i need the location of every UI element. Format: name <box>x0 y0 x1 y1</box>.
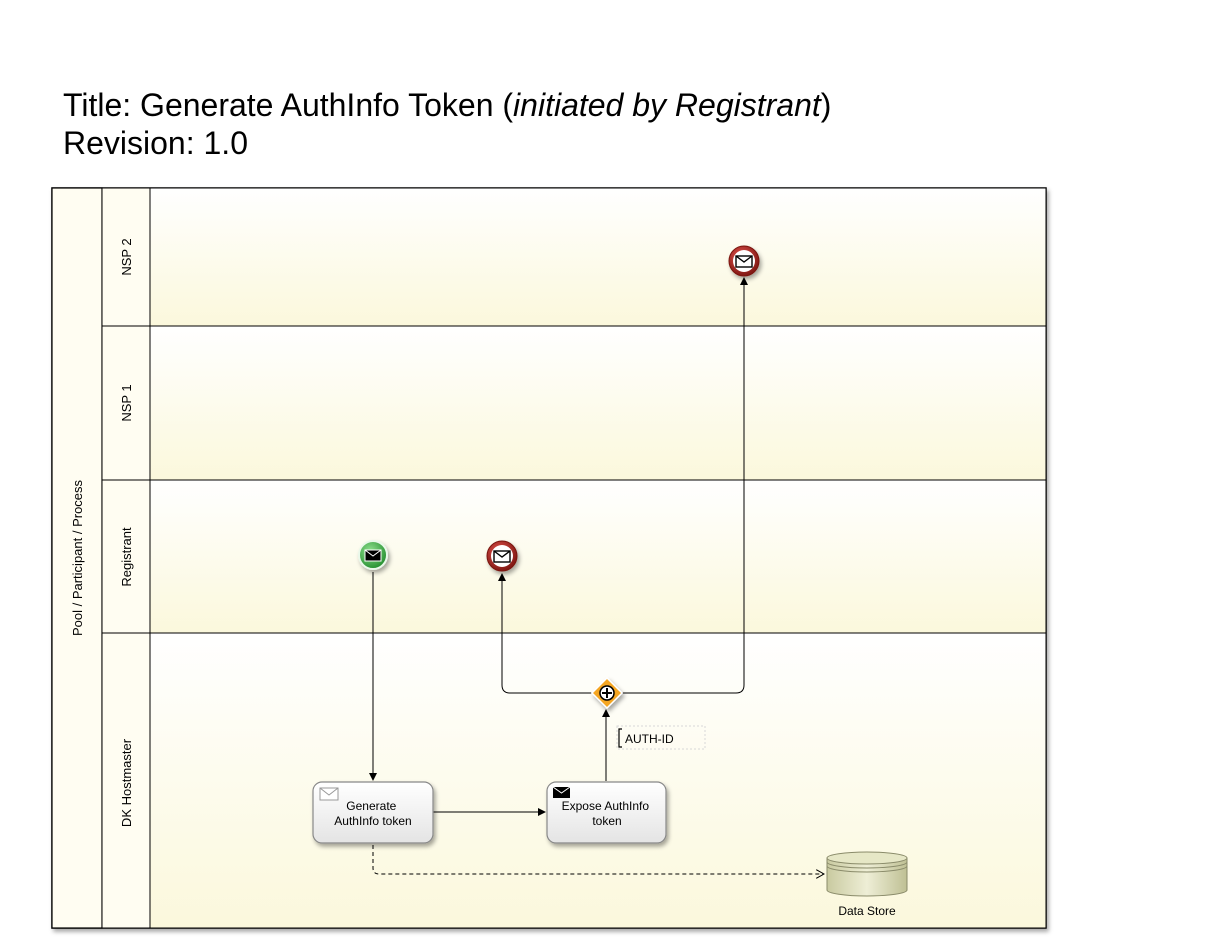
annotation-text: AUTH-ID <box>625 732 674 746</box>
svg-text:Expose AuthInfo token: Expose AuthInfo token <box>562 799 653 828</box>
envelope-icon <box>493 550 511 563</box>
data-store-label: Data Store <box>838 904 896 918</box>
lane-nsp-1: NSP 1 <box>101 325 1047 481</box>
pool-header <box>51 187 103 929</box>
task-generate-authinfo-token[interactable]: Generate AuthInfo token <box>312 781 434 844</box>
task-expose-line-2: token <box>592 814 621 828</box>
envelope-filled-icon <box>552 786 571 798</box>
task-expose-authinfo-token[interactable]: Expose AuthInfo token <box>546 781 667 844</box>
envelope-icon <box>364 549 382 562</box>
flow-gateway-to-registrant-end <box>498 573 592 694</box>
association-generate-to-datastore <box>372 845 824 874</box>
svg-text:Generate AuthInfo token: Generate AuthInfo token <box>334 799 411 828</box>
lane-label-registrant: Registrant <box>119 527 134 587</box>
diagram-header: Title: Generate AuthInfo Token (initiate… <box>63 86 831 162</box>
envelope-outline-icon <box>319 787 339 801</box>
lane-label-nsp-1: NSP 1 <box>119 384 134 421</box>
pool-label: Pool / Participant / Process <box>70 479 85 636</box>
task-generate-line-1: Generate <box>346 799 396 813</box>
text-annotation[interactable]: AUTH-ID <box>616 725 706 750</box>
lane-label-nsp-2: NSP 2 <box>119 238 134 275</box>
plus-circle-icon <box>599 685 615 701</box>
flow-gateway-to-nsp2-end <box>621 277 748 694</box>
lane-nsp-2: NSP 2 <box>101 187 1047 327</box>
lane-label-dk-hostmaster: DK Hostmaster <box>119 738 134 827</box>
diagram-revision: Revision: 1.0 <box>63 125 248 161</box>
envelope-icon <box>735 255 753 268</box>
task-expose-line-1: Expose AuthInfo <box>562 799 650 813</box>
task-generate-line-2: AuthInfo token <box>334 814 411 828</box>
lane-registrant: Registrant <box>101 479 1047 634</box>
diagram-title: Title: Generate AuthInfo Token (initiate… <box>63 87 832 123</box>
data-store[interactable]: Data Store <box>826 851 908 918</box>
